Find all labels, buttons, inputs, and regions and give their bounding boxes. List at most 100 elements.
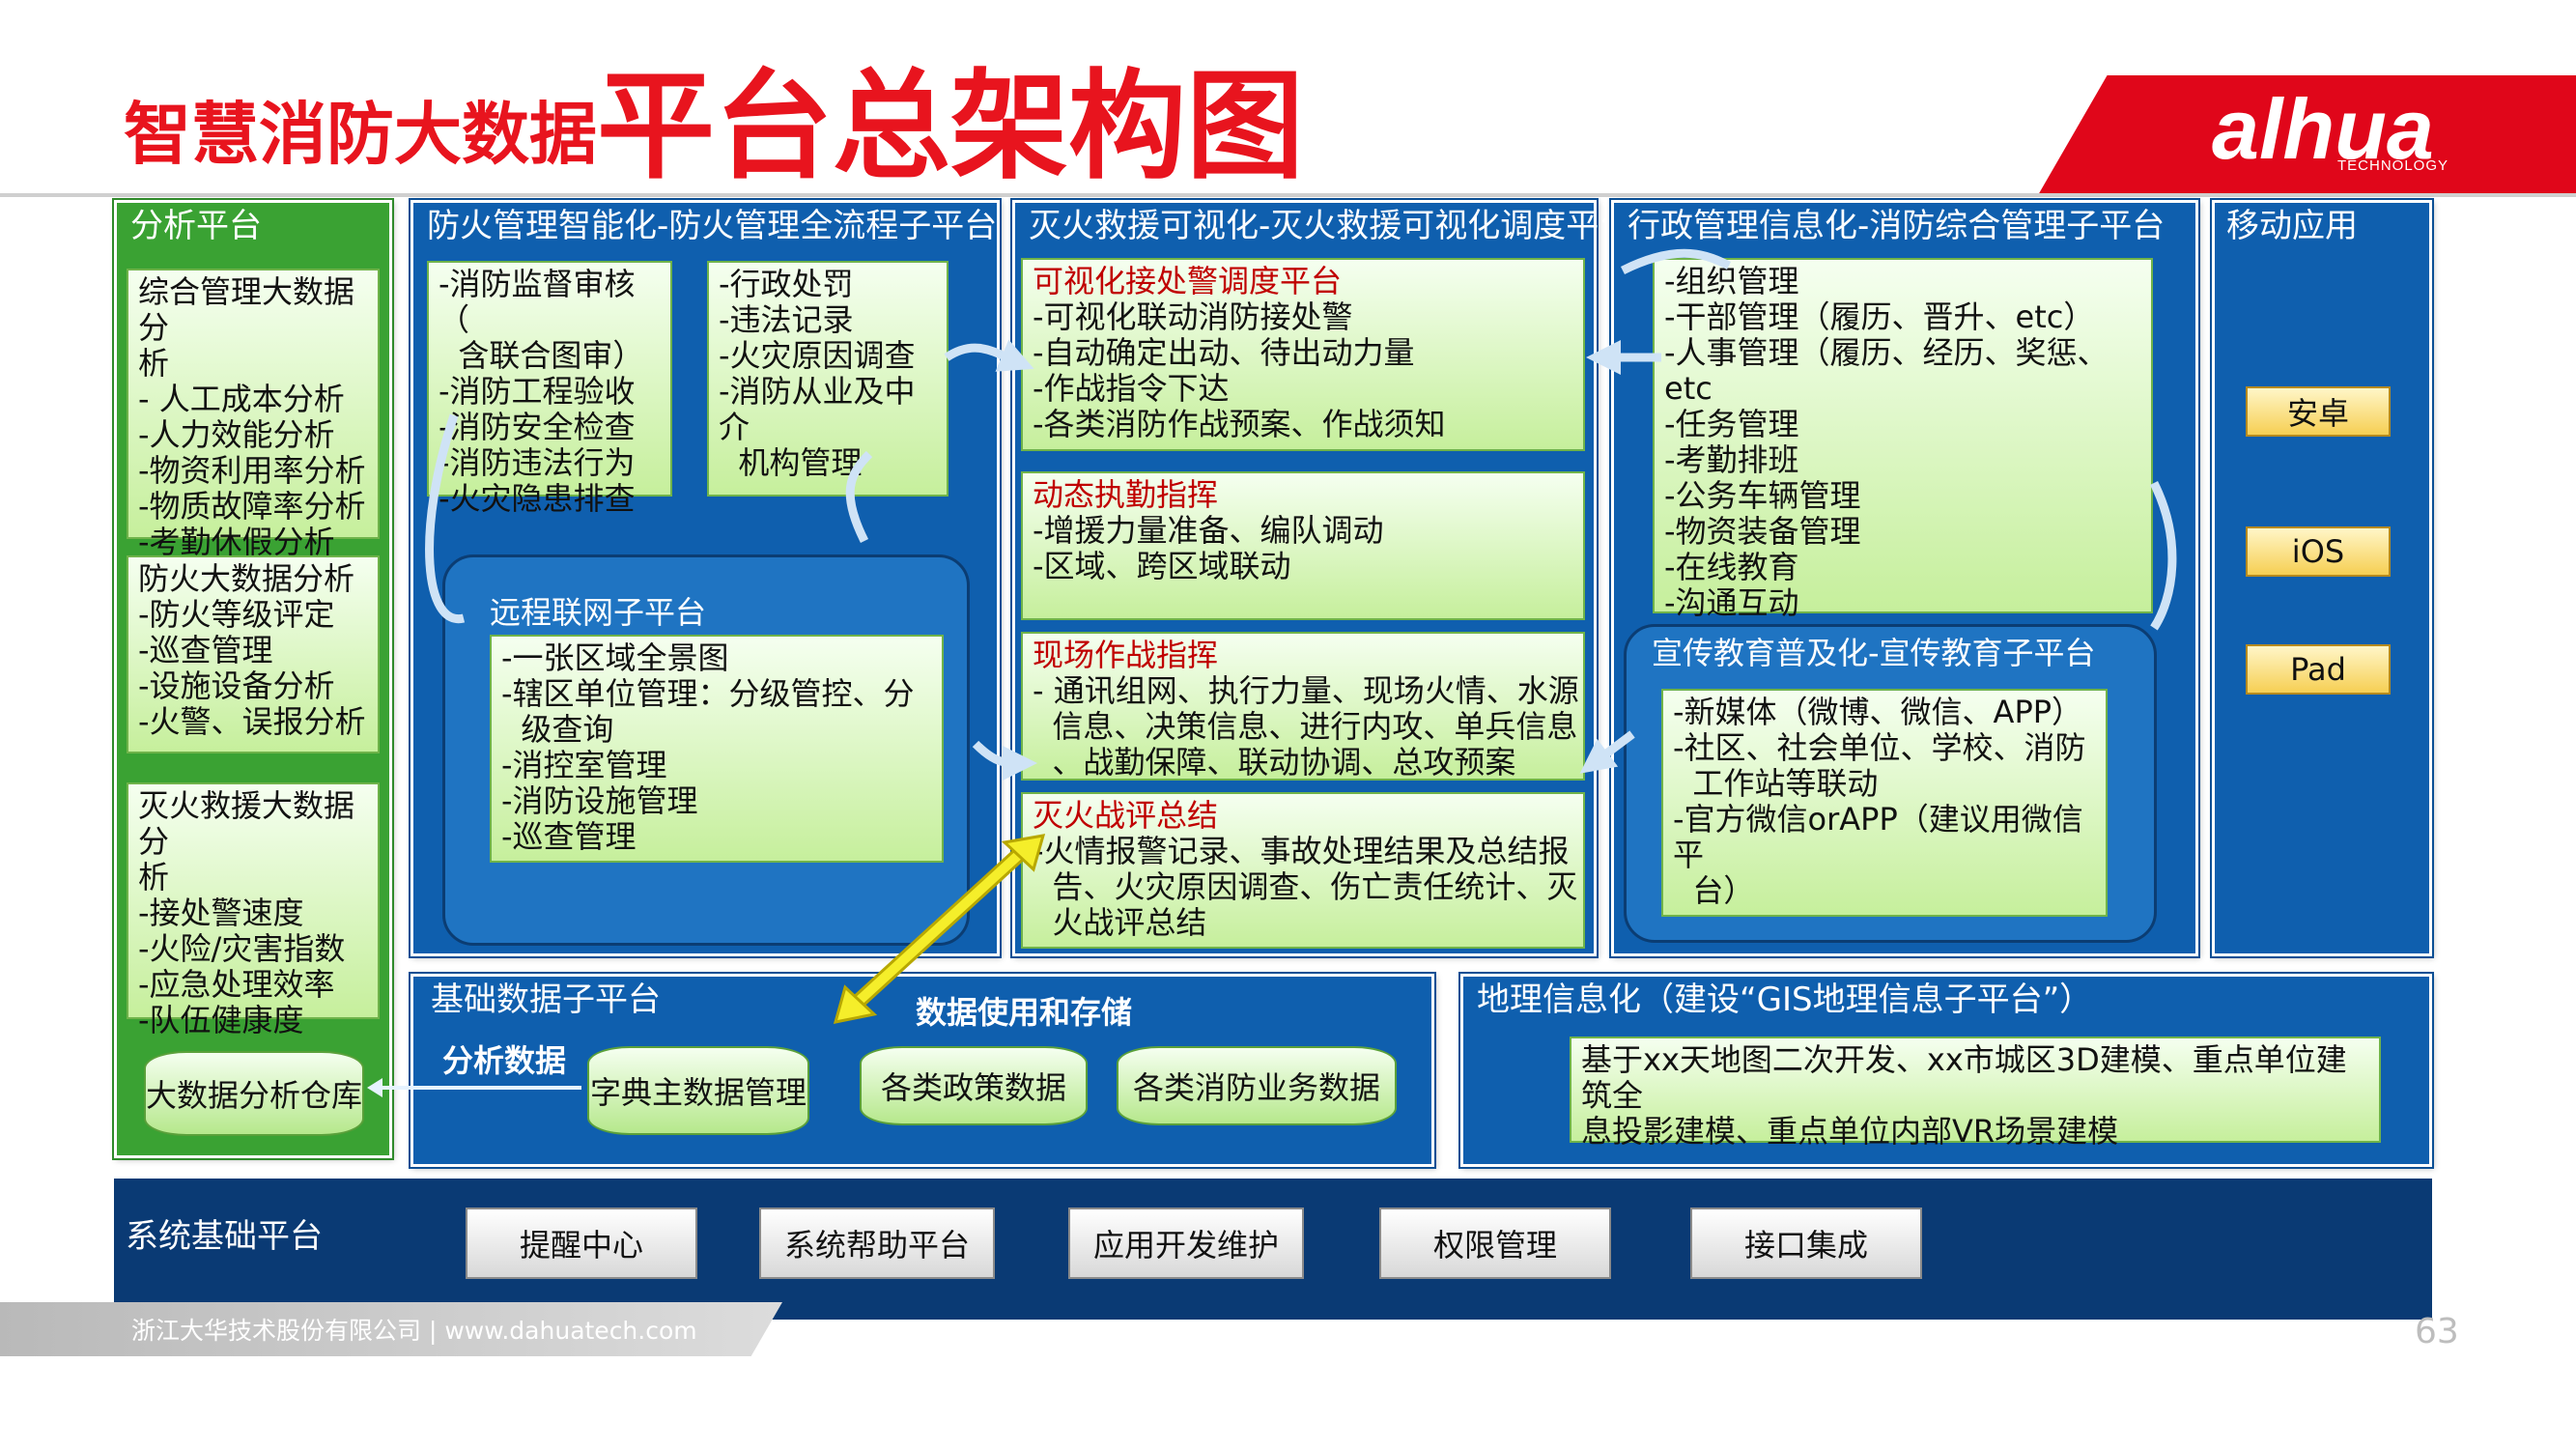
analysis-platform-panel: 分析平台 综合管理大数据分 析 - 人工成本分析 -人力效能分析 -物资利用率分… [114,200,392,1158]
card-title: 灭火战评总结 [1033,797,1219,834]
card-line: -火警、误报分析 [138,703,366,740]
card-line: - 人工成本分析 [138,381,345,417]
card-line: 基于xx天地图二次开发、xx市城区3D建模、重点单位建筑全 [1581,1041,2347,1114]
rescue-card-dispatch: 可视化接处警调度平台 -可视化联动消防接处警 -自动确定出动、待出动力量 -作战… [1021,258,1585,451]
big-data-warehouse: 大数据分析仓库 [144,1051,364,1136]
fire-prevention-panel: 防火管理智能化-防火管理全流程子平台 -消防监督审核（ 含联合图审） -消防工程… [410,200,1000,956]
footer-band [0,1302,782,1356]
system-base-panel: 系统基础平台 提醒中心 系统帮助平台 应用开发维护 权限管理 接口集成 [114,1179,2432,1320]
card-line: -火险/灾害指数 [138,930,346,967]
dahua-logo: alhua [2212,81,2434,177]
card-title: 动态执勤指挥 [1033,476,1219,513]
remote-network-card: -一张区域全景图 -辖区单位管理：分级管控、分 级查询 -消控室管理 -消防设施… [490,635,944,863]
rescue-card-review: 灭火战评总结 -火情报警记录、事故处理结果及总结报 告、火灾原因调查、伤亡责任统… [1021,792,1585,949]
card-line: -人事管理（履历、经历、奖惩、etc [1664,334,2109,407]
remote-network-title: 远程联网子平台 [490,594,707,631]
card-title: 可视化接处警调度平台 [1033,263,1343,299]
card-line: -消防违法行为 [439,444,636,481]
analysis-platform-title: 分析平台 [130,207,262,245]
card-line: 析 [138,859,170,895]
card-line: -作战指令下达 [1033,370,1230,407]
admin-panel: 行政管理信息化-消防综合管理子平台 -组织管理 -干部管理（履历、晋升、etc）… [1611,200,2198,956]
publicity-subplatform: 宣传教育普及化-宣传教育子平台 -新媒体（微博、微信、APP） -社区、社会单位… [1624,624,2157,943]
card-line: 综合管理大数据分 [138,273,355,346]
card-line: -区域、跨区域联动 [1033,548,1291,584]
rescue-card-duty: 动态执勤指挥 -增援力量准备、编队调动 -区域、跨区域联动 [1021,471,1585,620]
app-pad-button[interactable]: Pad [2246,644,2391,695]
card-line: -人力效能分析 [138,416,335,453]
card-line: 火战评总结 [1033,904,1207,941]
admin-title: 行政管理信息化-消防综合管理子平台 [1628,207,2166,245]
reminder-center-button[interactable]: 提醒中心 [466,1208,697,1279]
card-line: -干部管理（履历、晋升、etc） [1664,298,2095,335]
card-line: -防火等级评定 [138,596,335,633]
card-line: -巡查管理 [501,818,637,855]
card-line: -各类消防作战预案、作战须知 [1033,406,1446,442]
admin-card: -组织管理 -干部管理（履历、晋升、etc） -人事管理（履历、经历、奖惩、et… [1653,258,2153,621]
card-line: 级查询 [501,711,614,748]
card-line: 信息、决策信息、进行内攻、单兵信息 [1033,708,1578,745]
gis-card: 基于xx天地图二次开发、xx市城区3D建模、重点单位建筑全 息投影建模、重点单位… [1570,1037,2381,1150]
card-line: -消控室管理 [501,747,667,783]
card-line: -可视化联动消防接处警 [1033,298,1353,335]
fire-business-data: 各类消防业务数据 [1117,1046,1397,1125]
page-title: 智慧消防大数据 平台总架构图 [124,60,1304,185]
app-android-button[interactable]: 安卓 [2246,386,2391,437]
card-line: -公务车辆管理 [1664,477,1861,514]
logo-subtitle: TECHNOLOGY [2337,157,2449,174]
card-line: -消防监督审核（ [439,266,636,338]
permission-management-button[interactable]: 权限管理 [1379,1208,1611,1279]
analysis-card-fire-prevention: 防火大数据分析 -防火等级评定 -巡查管理 -设施设备分析 -火警、误报分析 [127,555,380,753]
card-line: -消防安全检查 [439,409,636,445]
app-dev-maintenance-button[interactable]: 应用开发维护 [1068,1208,1304,1279]
footer-company: 浙江大华技术股份有限公司 | www.dahuatech.com [131,1317,697,1345]
interface-integration-button[interactable]: 接口集成 [1690,1208,1922,1279]
card-line: -消防从业及中介 [719,373,916,445]
card-line: 工作站等联动 [1673,765,1879,802]
system-base-title: 系统基础平台 [126,1217,323,1256]
publicity-card: -新媒体（微博、微信、APP） -社区、社会单位、学校、消防 工作站等联动 -官… [1661,689,2108,917]
base-data-title: 基础数据子平台 [431,980,661,1019]
card-line: -接处警速度 [138,895,304,931]
rescue-panel: 灭火救援可视化-灭火救援可视化调度平台 可视化接处警调度平台 -可视化联动消防接… [1012,200,1631,956]
card-line: -消防工程验收 [439,373,636,410]
card-line: -考勤休假分析 [138,524,335,560]
card-line: -巡查管理 [138,632,273,668]
card-line: -考勤排班 [1664,441,1799,478]
analysis-card-comprehensive: 综合管理大数据分 析 - 人工成本分析 -人力效能分析 -物资利用率分析 -物质… [127,269,380,560]
card-line: -火灾原因调查 [719,337,916,374]
card-line: -火灾隐患排查 [439,480,636,517]
card-line: 防火大数据分析 [138,560,355,597]
fire-prevention-card-supervision: -消防监督审核（ 含联合图审） -消防工程验收 -消防安全检查 -消防违法行为 … [427,261,672,517]
card-line: -自动确定出动、待出动力量 [1033,334,1415,371]
title-big: 平台总架构图 [597,58,1304,195]
app-ios-button[interactable]: iOS [2246,526,2391,577]
card-line: -应急处理效率 [138,966,335,1003]
publicity-title: 宣传教育普及化-宣传教育子平台 [1652,635,2096,671]
card-line: -一张区域全景图 [501,639,729,676]
card-line: -新媒体（微博、微信、APP） [1673,694,2083,730]
card-line: -沟通互动 [1664,584,1799,621]
card-line: -增援力量准备、编队调动 [1033,512,1384,549]
card-line: - 通讯组网、执行力量、现场火情、水源 [1033,672,1579,709]
card-line: -辖区单位管理：分级管控、分 [501,675,915,712]
help-platform-button[interactable]: 系统帮助平台 [759,1208,995,1279]
data-storage-label: 数据使用和存储 [916,994,1133,1031]
card-line: 台） [1673,872,1755,909]
analysis-card-rescue: 灭火救援大数据分 析 -接处警速度 -火险/灾害指数 -应急处理效率 -队伍健康… [127,782,380,1038]
card-line: -组织管理 [1664,263,1799,299]
mobile-title: 移动应用 [2226,207,2358,245]
card-line: -违法记录 [719,301,854,338]
dictionary-data-management: 字典主数据管理 [587,1046,809,1135]
rescue-card-onsite: 现场作战指挥 - 通讯组网、执行力量、现场火情、水源 信息、决策信息、进行内攻、… [1021,632,1585,781]
card-line: -物资利用率分析 [138,452,366,489]
analysis-data-label: 分析数据 [442,1042,567,1079]
header-divider [0,193,2576,197]
page-number: 63 [2415,1312,2459,1351]
card-line: -任务管理 [1664,406,1799,442]
card-line: 灭火救援大数据分 [138,787,355,860]
card-line: -设施设备分析 [138,668,335,704]
card-line: -物资装备管理 [1664,513,1861,550]
remote-network-subplatform: 远程联网子平台 -一张区域全景图 -辖区单位管理：分级管控、分 级查询 -消控室… [442,554,970,946]
card-line: -社区、社会单位、学校、消防 [1673,729,2086,766]
